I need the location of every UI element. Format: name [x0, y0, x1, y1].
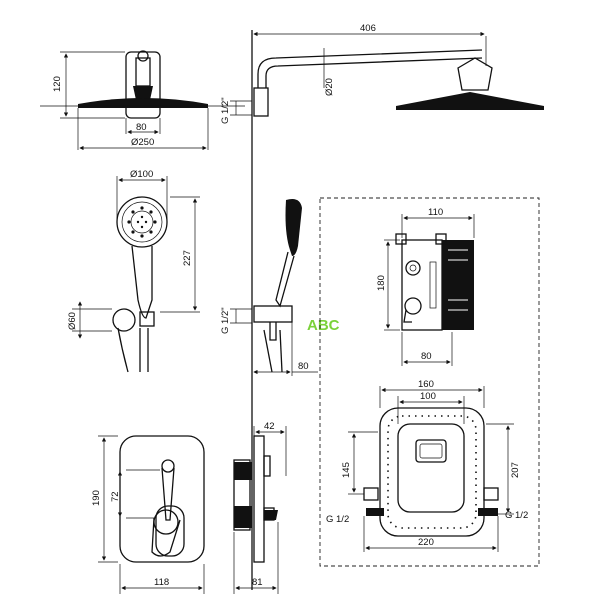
- hand-shower-length-label: 227: [182, 250, 193, 266]
- frame-height-right-label: 207: [510, 462, 521, 478]
- frame-thread-left-label: G 1/2: [326, 514, 349, 525]
- frame-bottom-width-label: 220: [418, 537, 434, 548]
- concealed-box-group: [319, 197, 540, 567]
- head-diameter-label: Ø250: [131, 137, 154, 148]
- front-plate-offset-label: 72: [110, 491, 121, 502]
- holder-diameter-label: Ø60: [67, 312, 78, 330]
- outlet-depth-label: 80: [298, 361, 309, 372]
- head-height-label: 120: [52, 76, 63, 92]
- arm-length-label: 406: [360, 23, 376, 34]
- mixing-box-view: 110 180 80: [376, 207, 475, 366]
- mixing-box-body: [442, 240, 474, 330]
- installation-frame-view: 160 100 145 207 G 1/2 G 1/2 220: [326, 379, 528, 552]
- shower-head-disc: [78, 98, 208, 108]
- arm-tube-diameter-label: Ø20: [324, 78, 335, 96]
- shower-arm-pipe: [257, 49, 483, 88]
- side-depth-bottom-label: 81: [252, 577, 263, 588]
- mixing-box-width-label: 110: [428, 207, 443, 218]
- shower-head-view: 120 80 Ø250: [40, 50, 245, 151]
- frame-outer: [379, 407, 485, 537]
- mixing-box-depth-label: 80: [421, 351, 432, 362]
- head-neck-width-label: 80: [136, 122, 147, 133]
- brand-logo: ABC: [307, 317, 340, 334]
- arm-thread-label: G 1/2": [220, 97, 231, 124]
- hand-shower-diameter-label: Ø100: [130, 169, 153, 180]
- front-plate-width-label: 118: [154, 577, 169, 588]
- mixer-side-view: 42 81: [233, 421, 287, 594]
- hand-shower-view: Ø100 227 Ø60: [67, 169, 200, 373]
- mixer-lever: [155, 505, 185, 557]
- hand-shower-face: [116, 196, 168, 248]
- wall-outlet-bracket: [253, 305, 293, 323]
- frame-height-left-label: 145: [341, 462, 352, 478]
- front-plate-outline: [119, 435, 205, 563]
- shower-column-view: 406 Ø20 G 1/2": [220, 23, 544, 590]
- mixing-box-height-label: 180: [376, 275, 387, 291]
- frame-outer-width-label: 160: [418, 379, 434, 390]
- mixer-front-plate-view: 190 72 118: [91, 435, 205, 594]
- frame-thread-right-label: G 1/2: [505, 510, 528, 521]
- frame-inner-width-label: 100: [420, 391, 436, 402]
- hand-shower-side-view: G 1/2" 80: [220, 199, 318, 376]
- front-plate-height-label: 190: [91, 490, 102, 506]
- side-depth-top-label: 42: [264, 421, 275, 432]
- wall-bracket-outline: [125, 51, 161, 119]
- outlet-thread-label: G 1/2": [220, 307, 231, 334]
